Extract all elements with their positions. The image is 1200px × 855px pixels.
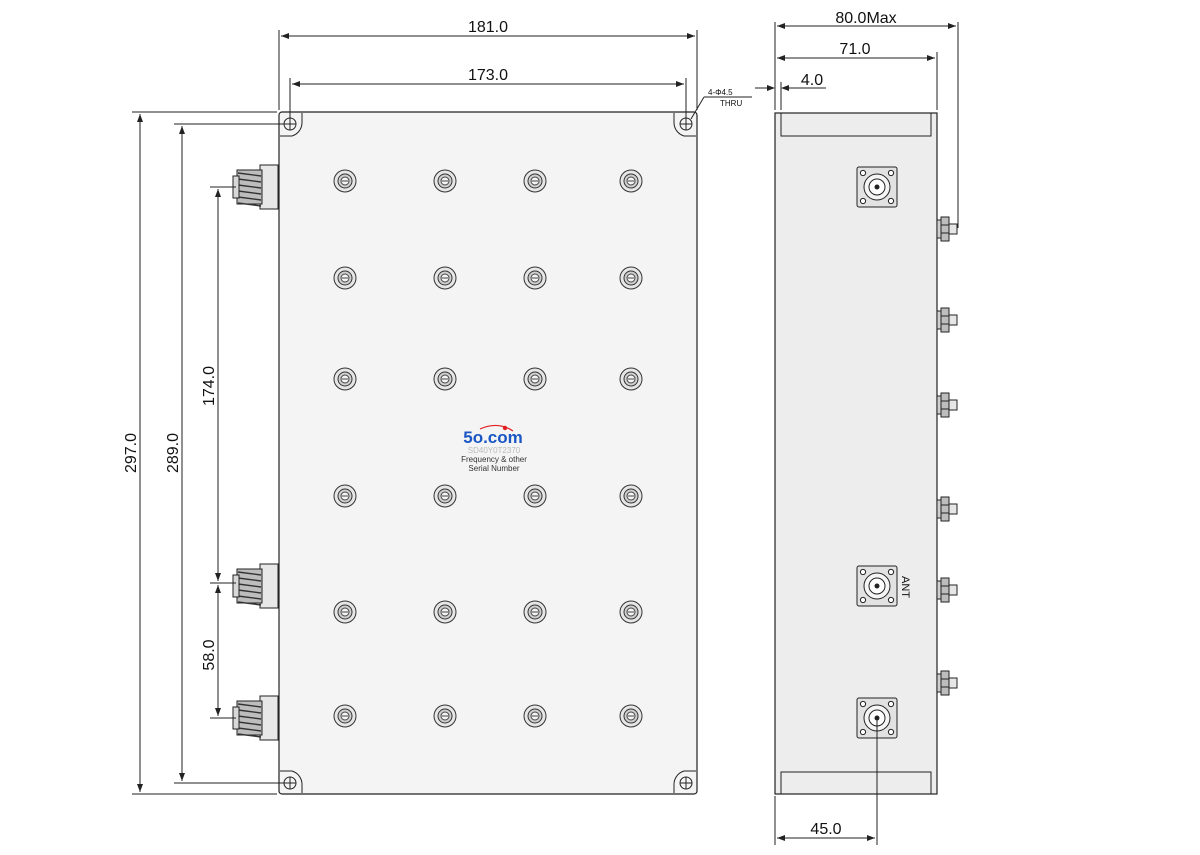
dim-depth-max: 80.0Max: [774, 10, 959, 228]
tuning-screw: [433, 367, 457, 391]
dim-ant-offset: 45.0: [774, 718, 878, 845]
tuning-screw: [433, 600, 457, 624]
side-body: [774, 112, 938, 795]
tuning-screw: [523, 484, 547, 508]
side-tuning-nut: [936, 496, 958, 522]
tuning-screw: [333, 169, 357, 193]
dim-depth-max-label: 80.0Max: [835, 10, 896, 27]
dim-depth-body: 71.0: [777, 41, 938, 110]
side-view: ANT 80.0Max 71.0 4.0: [755, 10, 959, 845]
n-connector: [232, 563, 279, 609]
tuning-screw: [523, 600, 547, 624]
tuning-screw: [619, 169, 643, 193]
tuning-screw: [619, 266, 643, 290]
tuning-screw: [333, 600, 357, 624]
side-connectors: [856, 166, 898, 739]
flange-connector: [856, 565, 898, 607]
dim-flange-thickness-label: 4.0: [801, 72, 823, 89]
dim-height-outer: 297.0: [123, 111, 277, 795]
dim-width-outer-label: 181.0: [468, 19, 508, 36]
dim-hole-spacing-v-label: 289.0: [165, 433, 182, 473]
side-tuning-nuts: [936, 216, 958, 696]
label-serial: Serial Number: [468, 464, 519, 473]
label-frequency: Frequency & other: [461, 455, 527, 464]
mounting-hole-br: [673, 770, 696, 793]
side-lid-bottom: [780, 771, 932, 795]
side-tuning-nut: [936, 216, 958, 242]
product-label: 5o.com SD40Y0T2370 Frequency & other Ser…: [461, 424, 527, 473]
front-connectors: [232, 164, 279, 741]
hole-callout-label: 4-Φ4.5: [708, 88, 733, 97]
tuning-screw: [619, 367, 643, 391]
tuning-screw: [619, 704, 643, 728]
side-tuning-nut: [936, 392, 958, 418]
tuning-screw: [523, 266, 547, 290]
tuning-screw: [333, 367, 357, 391]
hole-callout: 4-Φ4.5 THRU: [690, 88, 752, 120]
mounting-hole-tr: [673, 113, 696, 137]
hole-callout-thru: THRU: [720, 99, 742, 108]
tuning-screw: [523, 367, 547, 391]
label-model: SD40Y0T2370: [468, 446, 521, 455]
tuning-screw: [433, 266, 457, 290]
dim-width-outer: 181.0: [278, 19, 698, 110]
tuning-screw: [619, 484, 643, 508]
dim-depth-body-label: 71.0: [839, 41, 870, 58]
tuning-screw: [619, 600, 643, 624]
dim-hole-spacing-h-label: 173.0: [468, 67, 508, 84]
side-tuning-nut: [936, 307, 958, 333]
flange-connector: [856, 166, 898, 208]
side-lid-top: [780, 112, 932, 137]
tuning-screw: [523, 169, 547, 193]
front-view: 5o.com SD40Y0T2370 Frequency & other Ser…: [123, 19, 752, 795]
side-tuning-nut: [936, 577, 958, 603]
tuning-screw: [433, 484, 457, 508]
tuning-screw: [333, 704, 357, 728]
dim-connector-spacing-short-label: 58.0: [201, 639, 218, 670]
logo: 5o.com: [463, 428, 523, 447]
dim-hole-spacing-h: 173.0: [289, 67, 687, 118]
n-connector: [232, 695, 279, 741]
front-body: [278, 111, 698, 795]
tuning-screw: [333, 266, 357, 290]
tuning-screw: [433, 169, 457, 193]
dim-connector-spacing-long: 174.0: [201, 186, 236, 584]
tuning-screw: [523, 704, 547, 728]
dim-connector-spacing-long-label: 174.0: [201, 366, 218, 406]
dim-flange-thickness: 4.0: [755, 72, 826, 110]
dim-ant-offset-label: 45.0: [810, 821, 841, 838]
dim-hole-spacing-v: 289.0: [165, 123, 284, 784]
dim-height-outer-label: 297.0: [123, 433, 140, 473]
tuning-screw-grid: [333, 169, 643, 728]
dim-connector-spacing-short: 58.0: [201, 585, 236, 719]
tuning-screw: [433, 704, 457, 728]
tuning-screw: [333, 484, 357, 508]
side-tuning-nut: [936, 670, 958, 696]
n-connector: [232, 164, 279, 210]
ant-label: ANT: [899, 576, 911, 598]
